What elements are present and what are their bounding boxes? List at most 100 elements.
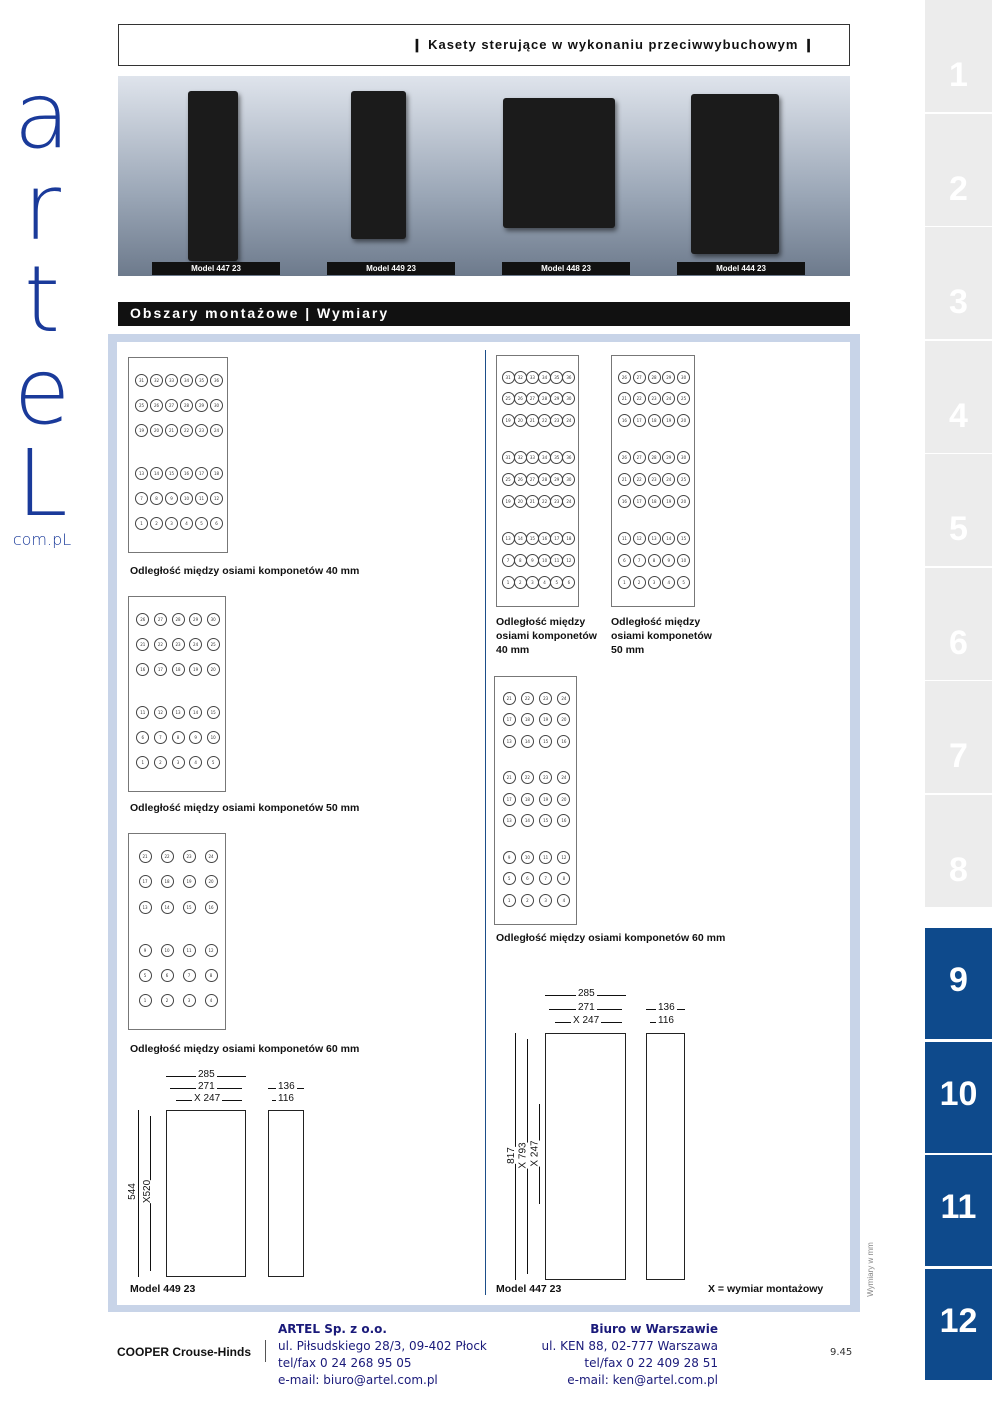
side-note: Wymiary w mm [865, 1242, 875, 1297]
component-position: 10 [520, 850, 534, 864]
component-position: 28 [647, 451, 661, 465]
component-position: 24 [562, 494, 576, 508]
component-position: 5 [206, 756, 220, 770]
component-position: 29 [550, 392, 564, 406]
component-position: 10 [538, 553, 552, 567]
component-position: 9 [662, 553, 676, 567]
component-position: 22 [153, 638, 167, 652]
component-position: 11 [539, 850, 553, 864]
page-header: ❙ Kasety sterujące w wykonaniu przeciwwy… [118, 24, 850, 66]
model-label: Model 448 23 [502, 262, 630, 275]
diagram-caption: Odległość między osiami komponetów 40 mm [496, 616, 597, 656]
component-position: 27 [165, 399, 178, 413]
component-position: 2 [513, 575, 527, 589]
component-position: 25 [677, 392, 691, 406]
chapter-tab-12[interactable]: 12 [925, 1268, 992, 1380]
component-position: 19 [135, 424, 148, 438]
component-position: 15 [539, 814, 553, 828]
chapter-tab-5[interactable]: 5 [925, 454, 992, 566]
chapter-tab-10[interactable]: 10 [925, 1041, 992, 1153]
component-position: 14 [150, 467, 163, 481]
component-position: 24 [189, 638, 203, 652]
component-position: 16 [136, 663, 150, 677]
component-position: 24 [210, 424, 223, 438]
chapter-tab-8[interactable]: 8 [925, 794, 992, 907]
column-divider [485, 350, 486, 1295]
component-position: 14 [662, 532, 676, 545]
component-position: 6 [520, 872, 534, 886]
component-position: 4 [557, 893, 571, 907]
component-position: 19 [662, 494, 676, 508]
component-position: 23 [171, 638, 185, 652]
dim-depth: 136 [276, 1081, 297, 1092]
office-email[interactable]: e-mail: ken@artel.com.pl [567, 1373, 718, 1387]
component-position: 18 [171, 663, 185, 677]
component-position: 27 [525, 392, 539, 406]
component-position: 7 [501, 553, 515, 567]
component-position: 36 [562, 370, 576, 384]
component-position: 4 [180, 517, 193, 531]
dim-height: X 247 [529, 1140, 541, 1167]
component-position: 28 [538, 473, 552, 487]
component-position: 33 [165, 374, 178, 388]
component-position: 29 [550, 473, 564, 487]
logo-letter: t [23, 246, 61, 353]
component-position: 30 [677, 451, 691, 465]
logo-letter: r [23, 154, 61, 261]
chapter-tab-6[interactable]: 6 [925, 567, 992, 680]
chapter-tab-9[interactable]: 9 [925, 928, 992, 1039]
component-position: 34 [538, 370, 552, 384]
component-position: 17 [195, 467, 208, 481]
component-position: 30 [210, 399, 223, 413]
component-position: 21 [525, 494, 539, 508]
chapter-tab-4[interactable]: 4 [925, 340, 992, 453]
company-email[interactable]: e-mail: biuro@artel.com.pl [278, 1373, 438, 1387]
component-position: 11 [550, 553, 564, 567]
section-title: Obszary montażowe | Wymiary [118, 302, 850, 326]
dim-width: 271 [576, 1002, 597, 1013]
chapter-tab-11[interactable]: 11 [925, 1155, 992, 1266]
logo-domain: com.pL [12, 530, 72, 549]
component-position: 23 [647, 473, 661, 487]
component-position: 3 [647, 575, 661, 589]
office-address: ul. KEN 88, 02-777 Warszawa [541, 1339, 718, 1353]
component-position: 5 [195, 517, 208, 531]
chapter-tab-3[interactable]: 3 [925, 227, 992, 339]
component-position: 12 [204, 943, 218, 957]
component-position: 22 [520, 691, 534, 705]
component-position: 27 [632, 451, 646, 465]
cooper-logo: COOPER Crouse-Hinds [117, 1345, 252, 1359]
component-position: 26 [136, 613, 150, 627]
component-position: 7 [153, 731, 167, 745]
component-position: 20 [557, 713, 571, 727]
component-position: 3 [525, 575, 539, 589]
component-position: 28 [647, 370, 661, 384]
component-position: 35 [550, 451, 564, 465]
office-name: Biuro w Warszawie [590, 1322, 718, 1336]
component-position: 8 [557, 872, 571, 886]
chapter-tab-2[interactable]: 2 [925, 113, 992, 226]
component-position: 17 [138, 875, 152, 889]
component-position: 16 [617, 494, 631, 508]
component-position: 18 [520, 792, 534, 806]
component-position: 19 [189, 663, 203, 677]
component-position: 6 [562, 575, 576, 589]
chapter-tab-1[interactable]: 1 [925, 0, 992, 112]
component-position: 17 [153, 663, 167, 677]
component-position: 16 [617, 414, 631, 428]
component-position: 22 [160, 850, 174, 864]
component-position: 18 [647, 494, 661, 508]
component-position: 8 [647, 553, 661, 567]
dim-depth: 116 [276, 1093, 296, 1104]
logo-letter: a [13, 62, 71, 169]
component-position: 25 [501, 392, 515, 406]
component-position: 8 [150, 492, 163, 506]
component-position: 20 [513, 494, 527, 508]
component-position: 11 [182, 943, 196, 957]
component-position: 34 [538, 451, 552, 465]
chapter-tab-7[interactable]: 7 [925, 681, 992, 793]
